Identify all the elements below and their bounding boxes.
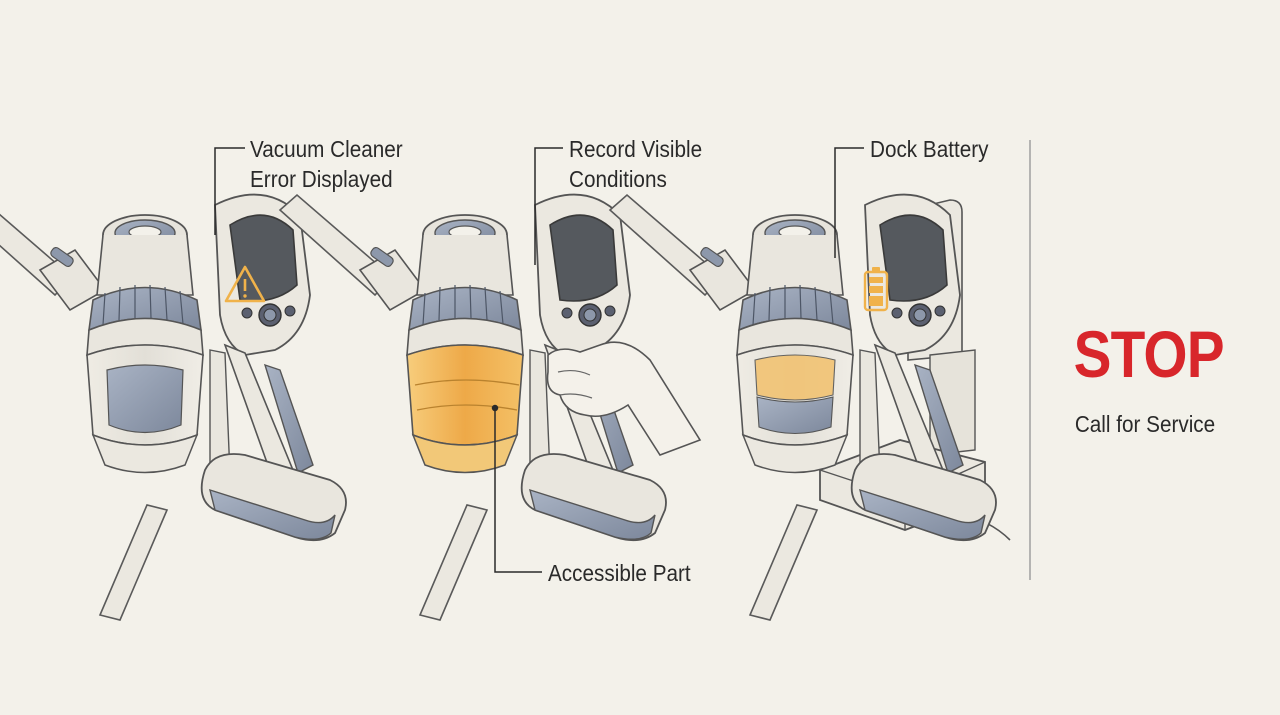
holding-hand [546,341,702,456]
label-dock-battery: Dock Battery [870,134,988,164]
label-error-line2: Error Displayed [250,166,393,192]
label-record-conditions: Record Visible Conditions [569,134,702,194]
callout-leader-record [534,147,563,265]
warning-triangle-icon [224,265,266,303]
callout-leader-accessible [491,404,542,573]
callout-leader-error [214,147,245,235]
panel-record-conditions [279,193,667,621]
label-record-line2: Conditions [569,166,667,192]
label-record-line1: Record Visible [569,136,703,162]
stop-subtitle: Call for Service [1074,411,1216,437]
panel-dock-battery [609,193,997,621]
callout-leader-dock [834,147,864,258]
panel-error-displayed [0,193,347,621]
label-dock-line1: Dock Battery [870,136,989,162]
label-accessible-part: Accessible Part [548,558,691,588]
battery-icon [863,267,889,312]
label-error-displayed: Vacuum Cleaner Error Displayed [250,134,403,194]
stop-title: STOP [1073,317,1225,391]
label-error-line1: Vacuum Cleaner [250,136,403,162]
label-accessible-line1: Accessible Part [548,560,691,586]
